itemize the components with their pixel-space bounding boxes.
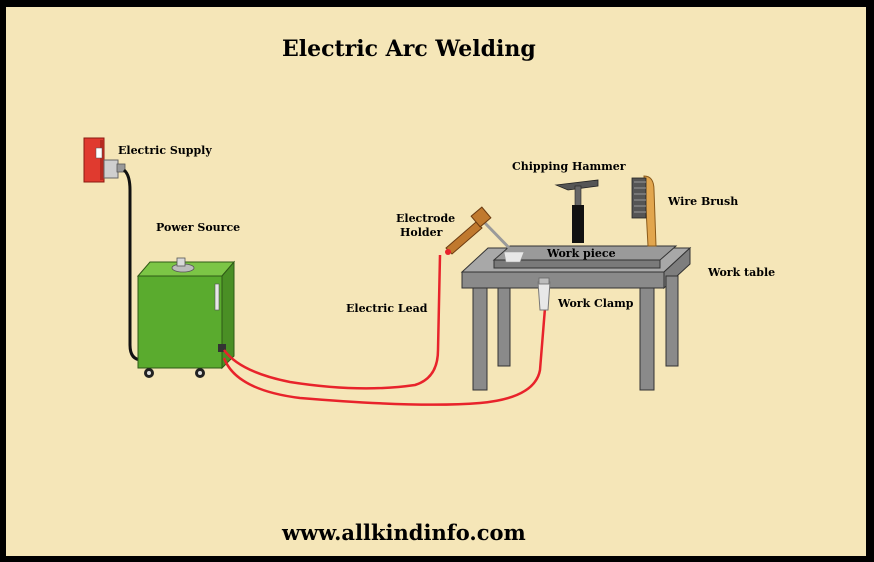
label-work-clamp: Work Clamp <box>558 297 634 310</box>
work-clamp-cable <box>222 307 547 406</box>
work-piece <box>492 245 678 269</box>
electric-supply-socket <box>83 137 126 183</box>
power-source-machine <box>136 257 236 378</box>
chipping-hammer <box>554 179 599 243</box>
label-power-source: Power Source <box>156 221 241 234</box>
work-table <box>460 246 692 391</box>
diagram-title: Electric Arc Welding <box>282 36 536 62</box>
electric-lead-cable <box>222 254 442 390</box>
footer-website: www.allkindinfo.com <box>282 520 526 545</box>
supply-cable <box>122 168 143 362</box>
label-electric-lead: Electric Lead <box>346 302 428 315</box>
label-chipping-hammer: Chipping Hammer <box>512 160 626 173</box>
label-work-table: Work table <box>708 266 776 279</box>
electrode-holder <box>445 206 525 263</box>
label-electric-supply: Electric Supply <box>118 144 212 157</box>
work-clamp <box>537 277 551 311</box>
wire-brush <box>631 175 657 247</box>
label-work-piece: Work piece <box>547 247 616 260</box>
label-wire-brush: Wire Brush <box>668 195 739 208</box>
label-electrode-holder-line1: Electrode <box>396 212 456 225</box>
label-electrode-holder-line2: Holder <box>400 226 443 239</box>
